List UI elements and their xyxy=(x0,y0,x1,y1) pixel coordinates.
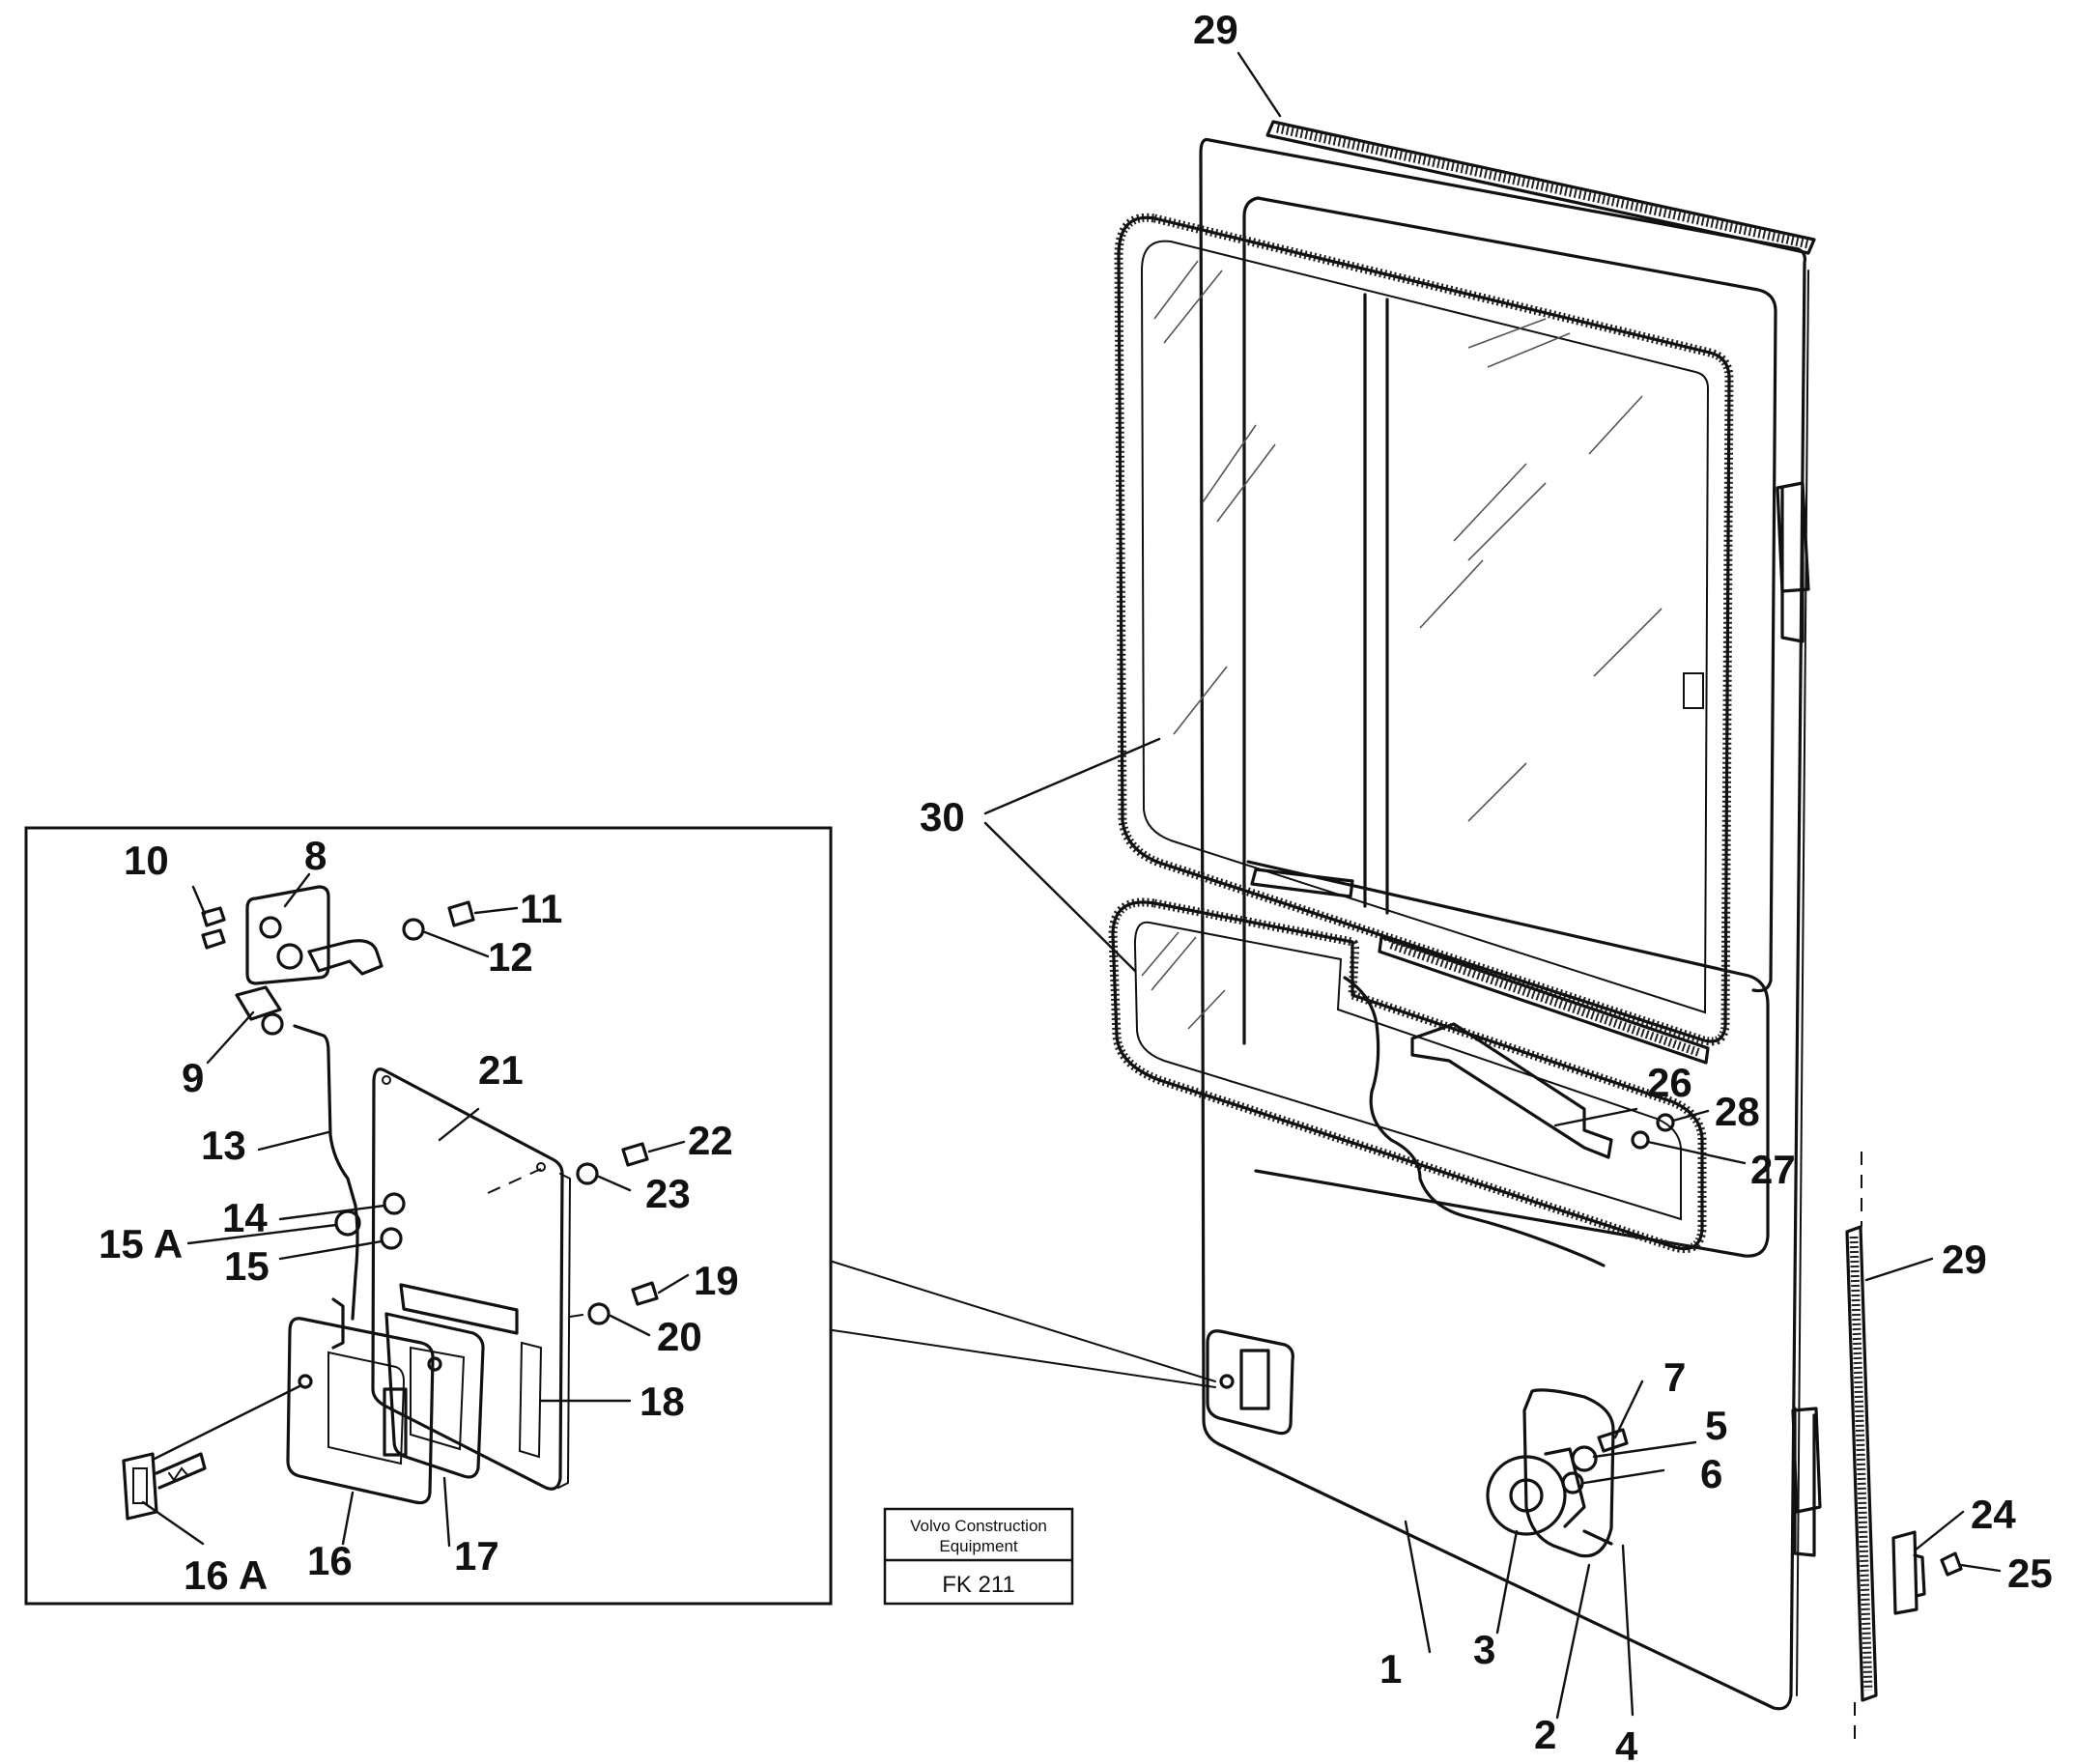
callout-30: 30 xyxy=(920,794,965,839)
door-outer-handle xyxy=(1206,1329,1294,1436)
window-handle-26 xyxy=(1410,1022,1613,1159)
callout-25: 25 xyxy=(2007,1551,2053,1596)
washer-12 xyxy=(402,918,425,941)
nut-28 xyxy=(1656,1113,1675,1132)
callout-6: 6 xyxy=(1700,1451,1722,1496)
leader-lines xyxy=(141,51,2002,1720)
callout-14: 14 xyxy=(222,1195,268,1240)
callout-8: 8 xyxy=(304,833,327,878)
screw-25 xyxy=(1940,1551,1963,1577)
callout-labels: 29 30 26 28 27 29 24 25 7 5 6 1 3 2 4 10… xyxy=(99,7,2053,1764)
rod-13 xyxy=(293,1024,359,1321)
washer-20 xyxy=(587,1302,611,1325)
side-seal-strip xyxy=(1845,1225,1878,1702)
callout-16: 16 xyxy=(307,1538,353,1583)
latch-mechanism xyxy=(201,885,475,1036)
upper-glass-frame xyxy=(1114,213,1734,1046)
callout-12: 12 xyxy=(488,934,533,980)
callout-15: 15 xyxy=(224,1243,270,1289)
screw-10 xyxy=(201,906,226,927)
callout-9: 9 xyxy=(182,1055,204,1100)
callout-20: 20 xyxy=(657,1314,702,1359)
callout-7: 7 xyxy=(1663,1354,1686,1400)
screw-7 xyxy=(1597,1428,1629,1453)
screw-22 xyxy=(621,1142,649,1167)
title-block: Volvo Construction Equipment FK 211 xyxy=(883,1507,1074,1606)
door-hinges xyxy=(1776,481,1822,1557)
handle-escutcheon-16 xyxy=(286,1297,435,1505)
callout-23: 23 xyxy=(645,1171,691,1216)
callout-17: 17 xyxy=(454,1533,499,1579)
lock-housing xyxy=(384,1283,543,1479)
washer-23 xyxy=(576,1162,599,1185)
callout-29-side: 29 xyxy=(1942,1237,1987,1282)
callout-5: 5 xyxy=(1705,1403,1727,1448)
callout-10: 10 xyxy=(124,838,169,883)
inset-connector-lines xyxy=(832,1261,1216,1388)
title-block-code: FK 211 xyxy=(942,1572,1015,1598)
inset-frame xyxy=(24,826,833,1606)
door-inner-panel xyxy=(1256,196,1777,993)
callout-2: 2 xyxy=(1534,1712,1556,1757)
callout-29-top: 29 xyxy=(1193,7,1238,52)
callout-4: 4 xyxy=(1615,1723,1638,1764)
callout-21: 21 xyxy=(478,1047,524,1093)
clip-14 xyxy=(383,1192,406,1215)
callout-22: 22 xyxy=(688,1118,733,1163)
door-stop-assembly xyxy=(1486,1388,1629,1558)
callout-18: 18 xyxy=(640,1379,685,1424)
pin-4 xyxy=(1582,1529,1613,1546)
callout-26: 26 xyxy=(1647,1060,1692,1105)
callout-19: 19 xyxy=(694,1258,739,1303)
glass-reflections xyxy=(1153,260,1663,822)
washer-5 xyxy=(1571,1445,1598,1472)
title-block-company-line1: Volvo Construction xyxy=(910,1517,1047,1535)
title-block-company-line2: Equipment xyxy=(939,1537,1018,1555)
callout-24: 24 xyxy=(1971,1492,2016,1537)
callout-15a: 15 A xyxy=(99,1221,183,1266)
callout-3: 3 xyxy=(1473,1627,1495,1672)
nut-27 xyxy=(1631,1130,1650,1150)
key-16a xyxy=(122,1452,207,1521)
callout-1: 1 xyxy=(1379,1646,1402,1692)
lower-glass-rail xyxy=(1378,935,1710,1065)
top-seal-strip xyxy=(1265,120,1816,255)
callout-11: 11 xyxy=(520,886,562,931)
screw-19 xyxy=(631,1281,659,1306)
callout-13: 13 xyxy=(201,1123,246,1168)
callout-28: 28 xyxy=(1715,1089,1760,1134)
callout-27: 27 xyxy=(1750,1147,1796,1192)
screw-11 xyxy=(447,900,475,927)
mounting-plate-21 xyxy=(371,1067,564,1491)
door-panel xyxy=(1199,137,1806,1711)
lock-detail-inset xyxy=(24,826,1216,1606)
spacer-6 xyxy=(1561,1471,1584,1494)
callout-16a: 16 A xyxy=(184,1552,268,1598)
window-cable xyxy=(1343,976,1606,1267)
bracket-24 xyxy=(1891,1530,1919,1615)
bushing-15 xyxy=(380,1227,403,1250)
door-assembly xyxy=(1108,120,1963,1739)
bumper-3 xyxy=(1486,1455,1567,1536)
